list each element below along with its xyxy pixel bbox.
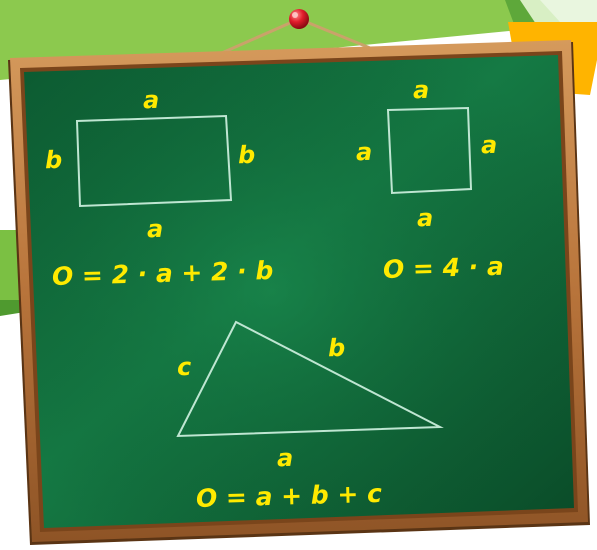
rectangle-label-right: b (237, 140, 256, 170)
square-label-left: a (355, 137, 373, 167)
rectangle-label-bottom: a (146, 214, 164, 244)
triangle-label-right: b (327, 333, 346, 363)
square-shape (386, 106, 473, 195)
rectangle-label-left: b (44, 145, 63, 175)
rectangle-perimeter-formula: O = 2 · a + 2 · b (51, 255, 274, 291)
triangle-label-bottom: a (276, 443, 294, 473)
rectangle-label-top: a (142, 85, 160, 115)
square-perimeter-formula: O = 4 · a (382, 251, 505, 284)
triangle-label-left: c (176, 352, 192, 382)
square-label-bottom: a (416, 203, 434, 233)
chalkboard-surface (24, 55, 574, 528)
square-label-right: a (480, 130, 498, 160)
hanging-string (214, 17, 376, 58)
triangle-perimeter-formula: O = a + b + c (195, 478, 383, 513)
triangle-shape (176, 320, 444, 438)
rectangle-shape (75, 114, 233, 208)
square-label-top: a (412, 75, 430, 105)
pin-icon (289, 9, 309, 29)
